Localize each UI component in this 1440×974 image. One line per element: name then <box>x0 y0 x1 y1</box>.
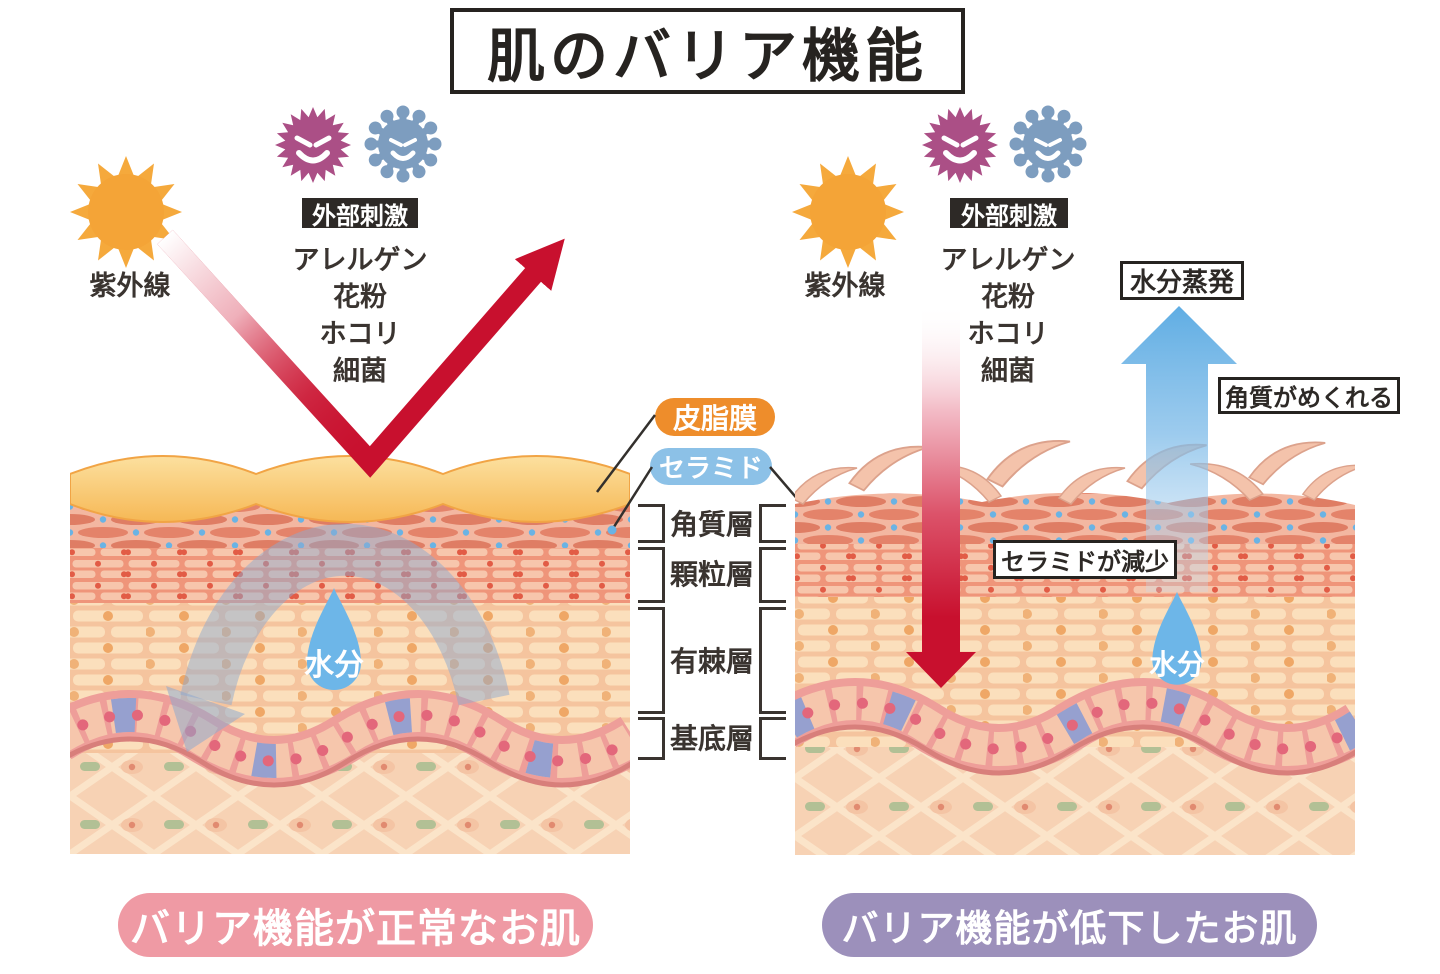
caption-normal-skin-text: バリア機能が正常なお肌 <box>130 906 581 952</box>
layer-bracket-right <box>759 607 786 714</box>
evaporation-arrow <box>1121 306 1237 592</box>
uv-label-right-text: 紫外線 <box>804 270 886 302</box>
moisture-label-right-text: 水分 <box>1148 648 1205 681</box>
layer-bracket-left <box>638 607 665 714</box>
uv-penetration-arrow <box>906 306 976 688</box>
moisture-label-left: 水分 <box>301 645 367 683</box>
stimuli-list-left: アレルゲン 花粉 ホコリ 細菌 <box>250 239 470 387</box>
uv-reflect-arrow <box>157 229 565 478</box>
caption-normal-skin: バリア機能が正常なお肌 <box>118 893 593 957</box>
legend-sebum-pill: 皮脂膜 <box>655 398 775 436</box>
external-stimuli-text-left: 外部刺激 <box>312 201 408 230</box>
evaporation-label-box: 水分蒸発 <box>1120 261 1244 300</box>
layer-bracket-right <box>759 547 786 603</box>
legend-sebum-text: 皮脂膜 <box>672 402 757 435</box>
virus-icon-blue-left <box>363 104 443 184</box>
external-stimuli-badge-left: 外部刺激 <box>302 198 418 230</box>
caption-damaged-skin: バリア機能が低下したお肌 <box>822 893 1317 957</box>
sebum-layer-left <box>70 455 630 523</box>
legend-ceramide-text: セラミド <box>658 454 763 484</box>
virus-icon-blue-right <box>1008 104 1088 184</box>
layer-label-text: 角質層 <box>669 508 754 541</box>
layer-label-text: 顆粒層 <box>669 558 754 591</box>
moisture-drop-right <box>1152 591 1202 685</box>
ceramide-decrease-box: セラミドが減少 <box>993 540 1177 579</box>
external-stimuli-badge-right: 外部刺激 <box>950 198 1068 230</box>
layer-label-granular: 顆粒層 <box>666 555 758 591</box>
stimuli-item: ホコリ <box>319 319 401 350</box>
moisture-label-right: 水分 <box>1146 647 1208 681</box>
layer-label-corneum: 角質層 <box>666 505 758 541</box>
uv-label-left: 紫外線 <box>72 268 188 302</box>
stimuli-item: 花粉 <box>981 282 1035 313</box>
sun-icon <box>792 156 904 268</box>
page-title-text: 肌のバリア機能 <box>486 22 928 90</box>
uv-label-right: 紫外線 <box>787 268 903 302</box>
moisture-arc-arrow <box>166 523 510 752</box>
peeling-flakes <box>795 440 1355 505</box>
layer-label-spinous: 有棘層 <box>666 642 758 678</box>
external-stimuli-text-right: 外部刺激 <box>961 201 1057 230</box>
layer-bracket-left <box>638 547 665 603</box>
stimuli-item: 細菌 <box>333 356 387 387</box>
layer-bracket-left <box>638 717 665 760</box>
peeling-label-text: 角質がめくれる <box>1225 384 1393 412</box>
caption-damaged-skin-text: バリア機能が低下したお肌 <box>841 907 1298 950</box>
germ-icon-purple-left <box>275 107 351 183</box>
stimuli-list-right: アレルゲン 花粉 ホコリ 細菌 <box>898 239 1118 387</box>
layer-label-text: 有棘層 <box>669 645 754 678</box>
page-title: 肌のバリア機能 <box>450 8 965 94</box>
stimuli-item: 細菌 <box>981 356 1035 387</box>
moisture-drop-left <box>307 588 361 690</box>
sun-icon <box>70 156 182 268</box>
moisture-label-left-text: 水分 <box>304 648 364 683</box>
stimuli-item: アレルゲン <box>292 245 428 276</box>
layer-label-basal: 基底層 <box>666 719 758 755</box>
layer-bracket-left <box>638 504 665 543</box>
layer-bracket-right <box>759 717 786 760</box>
stimuli-item: アレルゲン <box>940 245 1076 276</box>
evaporation-label-text: 水分蒸発 <box>1129 268 1234 298</box>
peeling-label-box: 角質がめくれる <box>1218 377 1400 414</box>
layer-label-text: 基底層 <box>669 722 754 755</box>
skin-cross-section-damaged <box>795 440 1355 855</box>
legend-ceramide-pill: セラミド <box>650 448 772 485</box>
layer-bracket-right <box>759 504 786 543</box>
ceramide-decrease-text: セラミドが減少 <box>1001 548 1169 576</box>
stimuli-item: 花粉 <box>333 282 387 313</box>
uv-label-left-text: 紫外線 <box>89 270 171 302</box>
stimuli-item: ホコリ <box>967 319 1049 350</box>
germ-icon-purple-right <box>922 107 998 183</box>
